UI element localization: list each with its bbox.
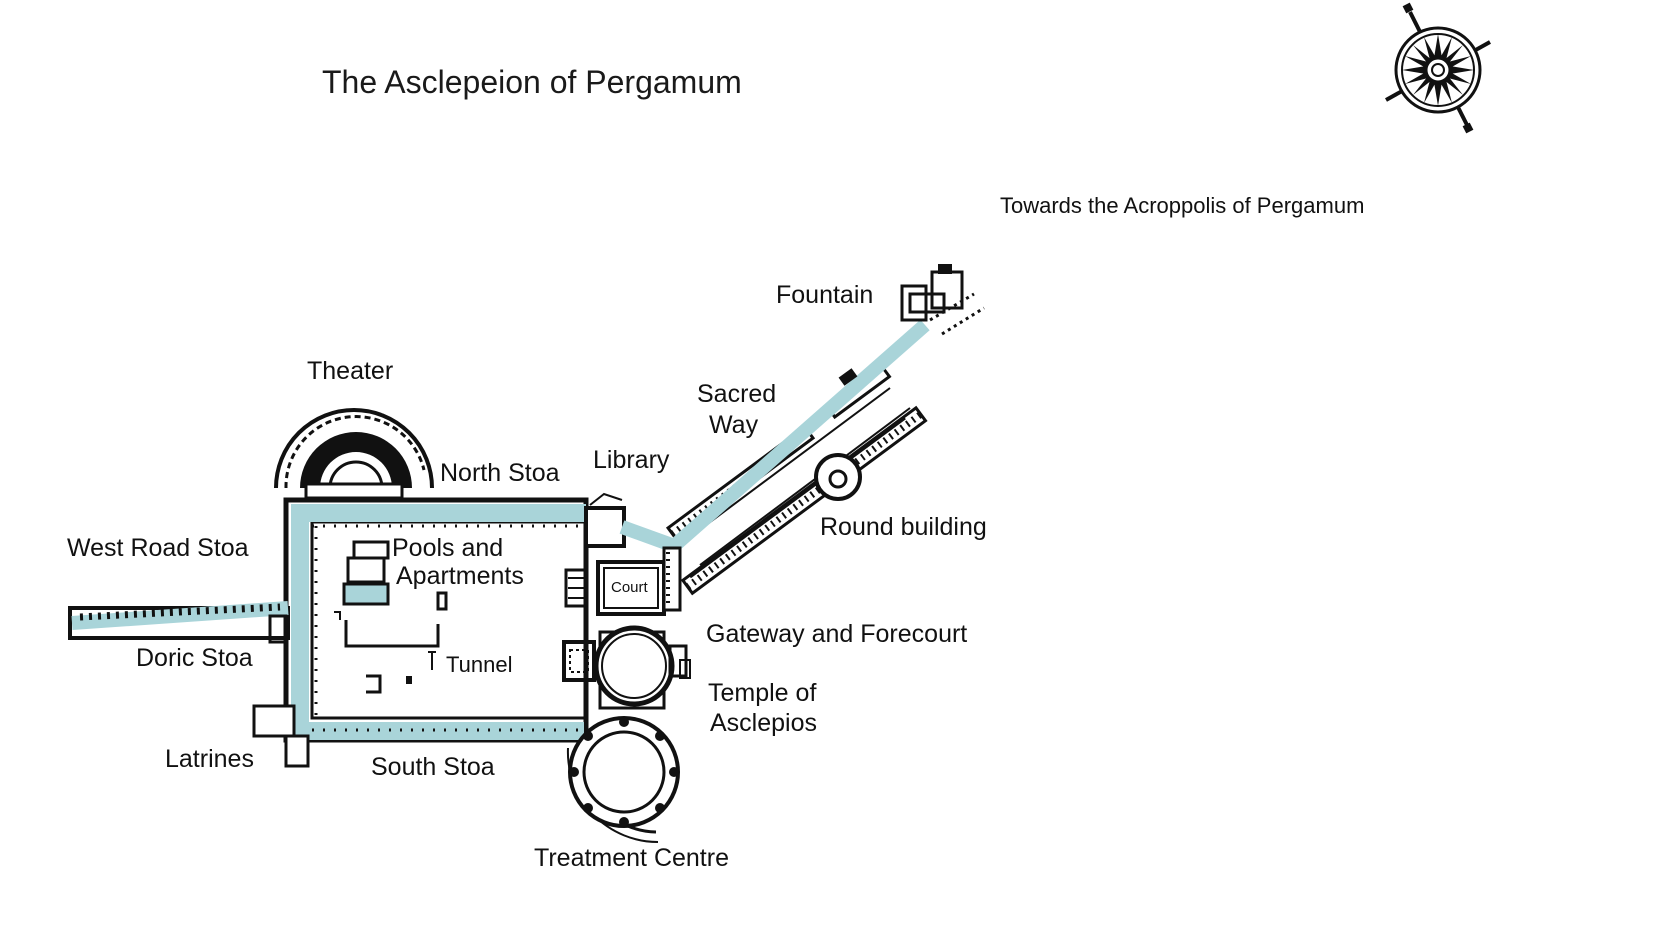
label-north-stoa: North Stoa xyxy=(440,459,560,487)
label-west-road-stoa: West Road Stoa xyxy=(67,534,249,562)
direction-label: Towards the Acroppolis of Pergamum xyxy=(1000,193,1364,218)
place-labels: Fountain Sacred Way Theater Library Nort… xyxy=(67,281,987,872)
fountain-structure xyxy=(900,264,985,336)
label-theater: Theater xyxy=(307,357,393,385)
sacred-way xyxy=(661,264,985,596)
label-court: Court xyxy=(611,579,649,596)
label-temple-1: Temple of xyxy=(708,679,816,707)
label-fountain: Fountain xyxy=(776,281,873,309)
label-sacred-way-2: Way xyxy=(709,411,759,439)
label-library: Library xyxy=(593,446,670,474)
temple-of-asclepios xyxy=(593,625,691,710)
label-pools-2: Apartments xyxy=(396,562,524,590)
round-building xyxy=(814,453,862,501)
label-round-building: Round building xyxy=(820,513,987,541)
main-precinct xyxy=(68,497,589,768)
label-pools-1: Pools and xyxy=(392,534,503,562)
theater xyxy=(274,408,434,500)
label-sacred-way-1: Sacred xyxy=(697,380,776,408)
map-title: The Asclepeion of Pergamum xyxy=(322,64,742,100)
label-treatment-centre: Treatment Centre xyxy=(534,844,729,872)
label-latrines: Latrines xyxy=(165,745,254,773)
label-gateway: Gateway and Forecourt xyxy=(706,620,967,648)
label-temple-2: Asclepios xyxy=(710,709,817,737)
label-south-stoa: South Stoa xyxy=(371,753,495,781)
treatment-centre xyxy=(566,716,680,844)
label-tunnel: Tunnel xyxy=(446,652,512,677)
compass-rose-icon xyxy=(1385,2,1491,134)
label-doric-stoa: Doric Stoa xyxy=(136,644,253,672)
library-and-court xyxy=(562,492,683,682)
